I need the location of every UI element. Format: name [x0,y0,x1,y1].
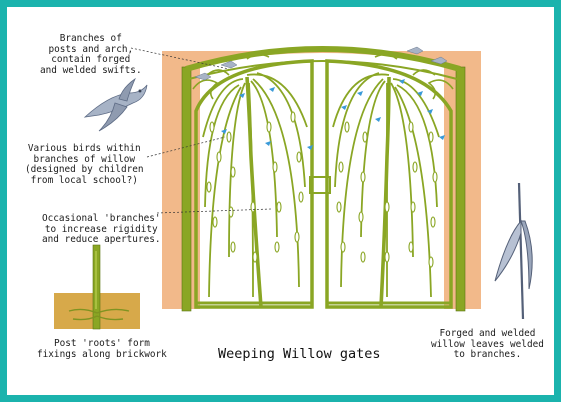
left-gate-post [182,67,191,311]
annotation-swifts: Branches of posts and arch, contain forg… [40,34,142,76]
forged-leaf-detail [495,183,532,319]
swift-icon [85,79,147,131]
right-gate-post [456,67,465,311]
diagram-title: Weeping Willow gates [218,346,381,362]
annotation-birds: Various birds within branches of willow … [25,144,144,186]
annotation-leaves: Forged and welded willow leaves welded t… [431,329,544,361]
post-root-detail [54,245,140,329]
annotation-branches: Occasional 'branches' to increase rigidi… [42,214,161,246]
annotation-roots: Post 'roots' form fixings along brickwor… [37,339,167,360]
willow-leaves [207,112,437,267]
bird-icon [221,79,445,150]
